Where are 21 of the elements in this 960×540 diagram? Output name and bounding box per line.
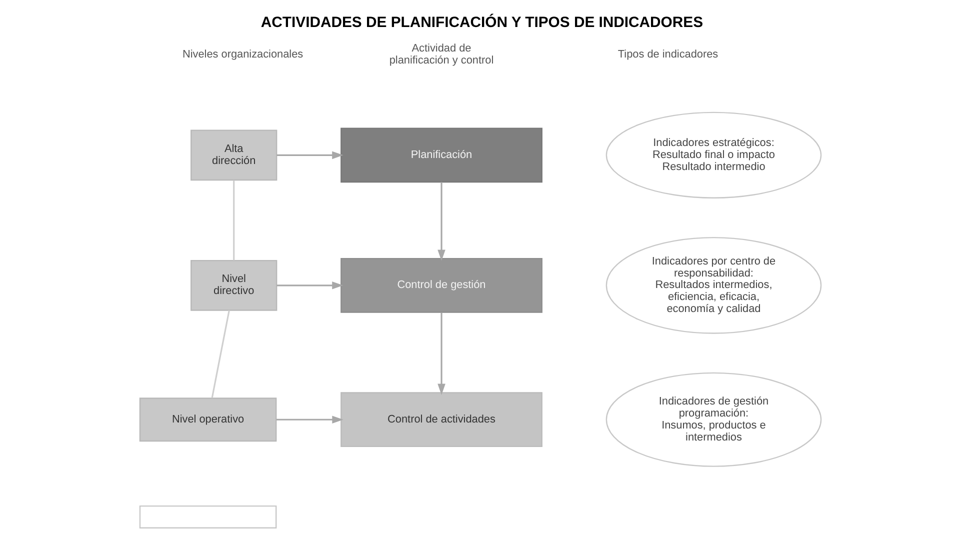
label: Actividad de planificación y control xyxy=(388,42,494,67)
connector xyxy=(210,310,230,398)
label: Niveles organizacionales xyxy=(182,48,303,61)
node-box: Control de gestión xyxy=(340,258,542,313)
arrow xyxy=(276,282,343,290)
arrow xyxy=(276,151,343,160)
node-box: Nivel operativo xyxy=(138,398,276,442)
arrow xyxy=(437,312,445,395)
node-box: Nivel directivo xyxy=(190,260,277,311)
node-box xyxy=(138,505,276,528)
node-box: Control de actividades xyxy=(340,392,542,448)
connector xyxy=(232,180,234,260)
node-ellipse: Indicadores de gestión programación: Insumos, productos e intermedios xyxy=(605,372,822,467)
label: Tipos de indicadores xyxy=(617,48,718,61)
node-box: Planificación xyxy=(340,128,542,183)
arrow xyxy=(437,182,445,261)
node-ellipse: Indicadores por centro de responsabilidad: Resultados intermedios, eficiencia, eficacia, economía y calidad xyxy=(605,236,822,334)
node-box: Alta dirección xyxy=(190,130,277,181)
arrow xyxy=(276,416,343,424)
node-ellipse: Indicadores estratégicos: Resultado final o impacto Resultado intermedio xyxy=(605,112,822,198)
diagram-title: ACTIVIDADES DE PLANIFICACIÓN Y TIPOS DE INDICADORES xyxy=(260,15,703,31)
